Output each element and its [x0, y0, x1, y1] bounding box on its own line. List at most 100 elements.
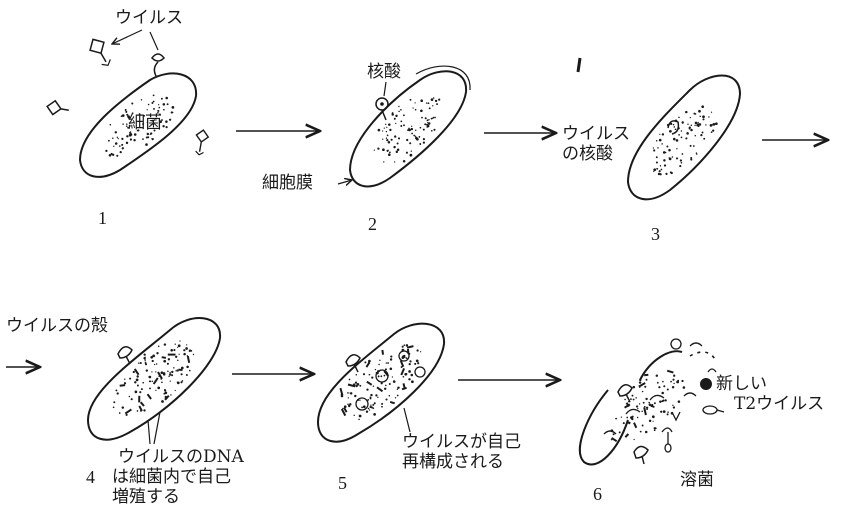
stipple-mark [158, 346, 160, 348]
stipple-mark [400, 109, 402, 111]
stipple-mark [681, 162, 683, 164]
stipple-mark [411, 374, 414, 377]
stipple-mark [715, 122, 718, 125]
stipple-mark [625, 434, 628, 437]
stipple-mark [125, 109, 127, 111]
stipple-mark [397, 148, 400, 151]
stipple-mark [374, 402, 376, 404]
stipple-mark [115, 389, 117, 391]
stipple-mark [344, 408, 347, 413]
stipple-mark [408, 128, 410, 130]
stipple-mark [420, 109, 423, 112]
stipple-mark [133, 139, 135, 141]
stipple-mark [632, 395, 634, 397]
stipple-mark [135, 369, 139, 375]
stipple-mark [690, 157, 692, 159]
stipple-mark [411, 133, 413, 135]
stipple-mark [112, 137, 113, 138]
stipple-mark [666, 146, 668, 148]
stipple-mark [633, 439, 634, 440]
virus-shell-icon [578, 58, 580, 72]
stipple-mark [409, 363, 411, 365]
stipple-mark [438, 99, 440, 101]
stipple-mark [667, 411, 669, 413]
stipple-mark [387, 135, 389, 137]
stipple-mark [148, 376, 150, 378]
stipple-mark [166, 126, 168, 128]
stipple-mark [644, 407, 646, 415]
stipple-mark [145, 354, 146, 355]
stipple-mark [652, 406, 654, 408]
stipple-mark [657, 382, 659, 384]
stipple-mark [694, 125, 695, 126]
stipple-mark [397, 386, 399, 388]
stipple-mark [369, 374, 370, 375]
stipple-mark [139, 406, 142, 411]
stipple-mark [124, 379, 125, 380]
stipple-mark [150, 381, 151, 382]
stipple-mark [395, 397, 396, 398]
stipple-mark [676, 139, 679, 142]
stipple-mark [371, 376, 373, 378]
stipple-mark [415, 136, 416, 137]
stipple-mark [418, 136, 420, 138]
stipple-mark [400, 121, 402, 123]
stipple-mark [177, 347, 178, 348]
stipple-mark [163, 109, 165, 111]
stipple-mark [406, 152, 408, 154]
stipple-mark [165, 120, 168, 123]
stipple-mark [652, 415, 655, 418]
stipple-mark [370, 396, 372, 398]
stipple-mark [624, 399, 626, 401]
stipple-mark [423, 141, 425, 143]
stipple-mark [423, 138, 425, 140]
stipple-mark [669, 157, 670, 158]
label-line: 増殖する [112, 487, 244, 507]
stipple-mark [377, 147, 379, 149]
stipple-mark [366, 388, 368, 390]
stipple-mark [708, 116, 709, 117]
stipple-mark [372, 407, 374, 409]
stipple-mark [120, 151, 122, 153]
stipple-mark [680, 159, 682, 161]
stipple-mark [414, 102, 415, 103]
stipple-mark [656, 140, 658, 142]
stipple-mark [408, 378, 410, 380]
stipple-mark [672, 405, 673, 406]
stipple-mark [359, 415, 362, 418]
stipple-mark [681, 130, 682, 131]
stipple-mark [355, 382, 357, 384]
stipple-mark [653, 149, 655, 151]
stipple-mark [663, 385, 665, 387]
stipple-mark [186, 374, 188, 376]
stipple-mark [162, 357, 166, 358]
virus-shell-icon [118, 347, 132, 364]
stipple-mark [626, 417, 628, 419]
stipple-mark [426, 124, 428, 126]
stipple-mark [340, 388, 342, 395]
stipple-mark [370, 405, 371, 406]
stipple-mark [386, 138, 387, 139]
stipple-mark [155, 371, 156, 372]
stipple-mark [370, 394, 372, 396]
stipple-mark [148, 394, 152, 399]
stipple-mark [648, 402, 650, 404]
stipple-mark [631, 418, 633, 420]
stipple-mark [122, 114, 125, 117]
stipple-mark [161, 381, 163, 383]
bacterium-6-lysing [580, 351, 716, 464]
stipple-mark [146, 136, 148, 138]
stipple-mark [130, 138, 132, 140]
stipple-mark [134, 133, 137, 136]
stipple-mark [386, 127, 387, 128]
stipple-mark [141, 402, 144, 406]
stipple-mark [395, 123, 396, 124]
stipple-mark [394, 118, 396, 120]
stipple-mark [637, 417, 638, 418]
stipple-mark [147, 133, 149, 135]
stipple-mark [384, 127, 385, 128]
stipple-mark [119, 145, 121, 147]
label-new-t2-virus: 新しい T2ウイルス [728, 374, 824, 414]
stipple-mark [133, 371, 135, 373]
stipple-mark [117, 392, 119, 394]
